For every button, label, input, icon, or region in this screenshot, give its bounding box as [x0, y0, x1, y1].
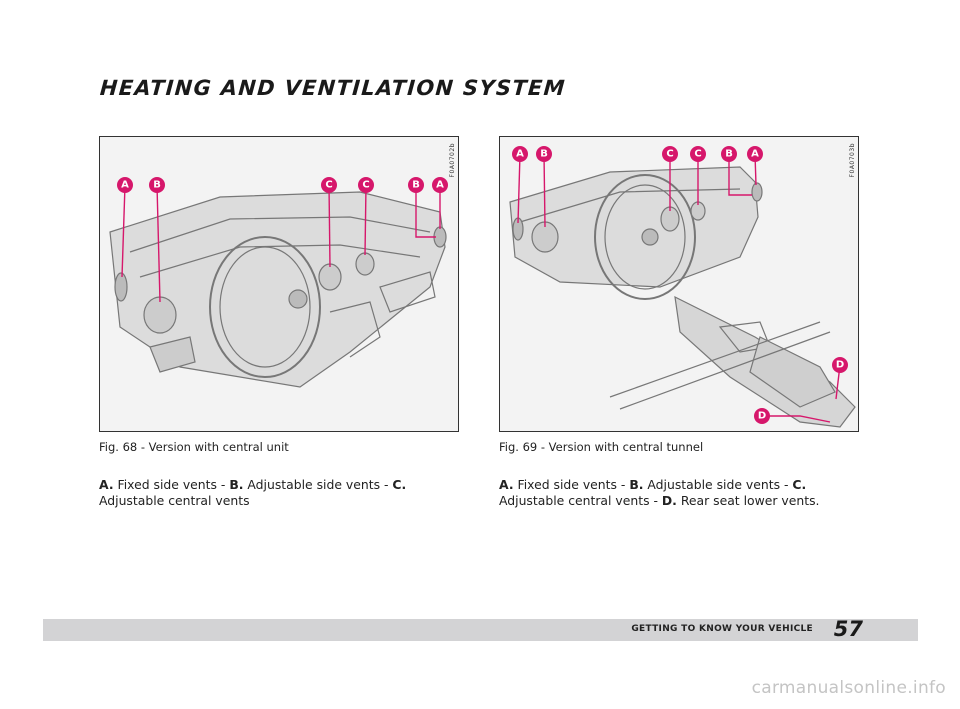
svg-text:A: A — [516, 149, 524, 160]
dashboard-illustration-central-unit: A B C C B A — [109, 177, 448, 388]
callout-d-lower — [754, 408, 770, 424]
callout-b-right — [408, 177, 424, 193]
svg-text:C: C — [694, 149, 701, 160]
callout-b-left — [536, 146, 552, 162]
figure-69-central-tunnel: A B C C B A D D F0A0703b — [499, 136, 859, 432]
figure-68-caption: Fig. 68 - Version with central unit — [99, 440, 289, 454]
svg-text:A: A — [751, 149, 759, 160]
svg-text:D: D — [836, 360, 844, 371]
svg-text:B: B — [153, 180, 161, 191]
callout-c-2 — [690, 146, 706, 162]
callout-d-upper — [832, 357, 848, 373]
callout-a-right — [432, 177, 448, 193]
page-number: 57 — [833, 617, 863, 641]
dashboard-illustration-central-tunnel: A B C C B A D D — [509, 146, 856, 428]
figure-68-central-unit: A B C C B A F0A0702b — [99, 136, 459, 432]
svg-text:D: D — [758, 411, 766, 422]
callout-c-1 — [321, 177, 337, 193]
callout-a-left — [512, 146, 528, 162]
svg-text:C: C — [362, 180, 369, 191]
callout-c-2 — [358, 177, 374, 193]
callout-a-right — [747, 146, 763, 162]
figure-69-caption: Fig. 69 - Version with central tunnel — [499, 440, 704, 454]
footer-bar: GETTING TO KNOW YOUR VEHICLE 57 — [43, 617, 918, 641]
callout-b-right — [721, 146, 737, 162]
svg-text:B: B — [540, 149, 548, 160]
callout-a-left — [117, 177, 133, 193]
svg-text:B: B — [725, 149, 733, 160]
svg-text:C: C — [325, 180, 332, 191]
svg-text:B: B — [412, 180, 420, 191]
watermark: carmanualsonline.info — [751, 678, 946, 698]
svg-text:C: C — [666, 149, 673, 160]
figure-code: F0A0702b — [449, 143, 456, 178]
callout-c-1 — [662, 146, 678, 162]
svg-text:A: A — [121, 180, 129, 191]
page-title: HEATING AND VENTILATION SYSTEM — [99, 76, 567, 100]
figure-69-legend: A. Fixed side vents - B. Adjustable side… — [499, 477, 820, 508]
figure-code: F0A0703b — [849, 143, 856, 178]
callout-badges: A B C C B A D D — [512, 146, 848, 424]
svg-text:A: A — [436, 180, 444, 191]
callout-leaders — [517, 153, 841, 423]
callout-badges: A B C C B A — [117, 177, 448, 193]
callout-leaders — [121, 184, 441, 303]
callout-b-left — [149, 177, 165, 193]
figure-68-legend: A. Fixed side vents - B. Adjustable side… — [99, 477, 407, 508]
footer-section-title: GETTING TO KNOW YOUR VEHICLE — [631, 624, 813, 634]
